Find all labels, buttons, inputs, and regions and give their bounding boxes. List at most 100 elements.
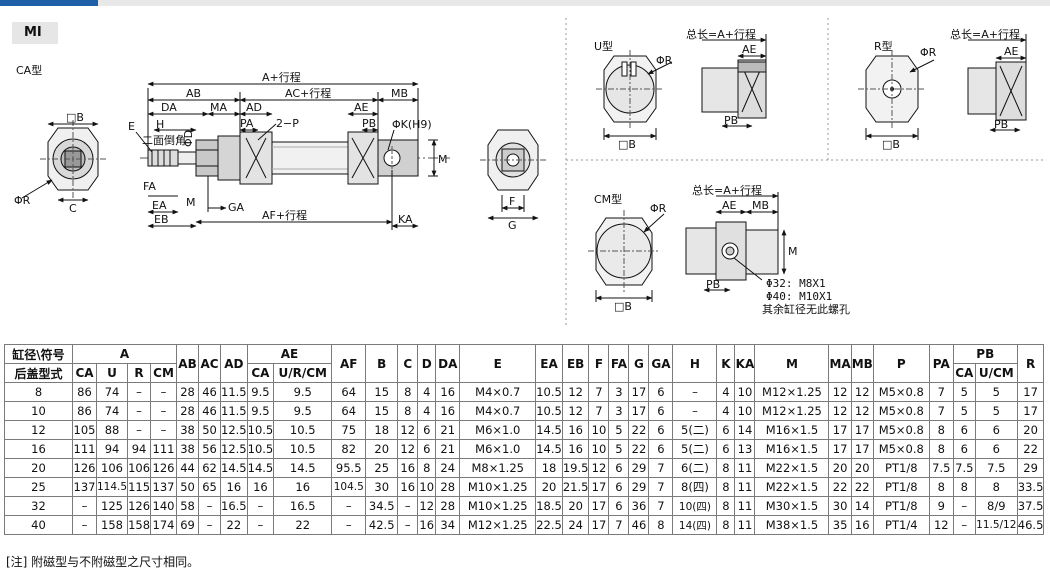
table-cell: 16	[246, 477, 275, 497]
table-cell: 14.5	[220, 458, 248, 478]
cm-mb: MB	[752, 199, 769, 212]
table-cell: M12×1.25	[754, 382, 830, 402]
table-cell: 58	[176, 496, 200, 516]
table-cell: 111	[72, 439, 97, 459]
table-cell: 10.5	[535, 401, 563, 421]
th-a-u: U	[95, 363, 129, 383]
table-cell: 46	[198, 401, 222, 421]
th-e: E	[459, 344, 537, 383]
table-cell: 14(四)	[672, 515, 718, 535]
table-cell: 8	[952, 477, 976, 497]
cm-b: □B	[614, 300, 632, 313]
table-cell: 10.5	[535, 382, 563, 402]
table-cell: 6	[974, 420, 1018, 440]
table-cell: 20	[1016, 420, 1045, 440]
table-cell: M22×1.5	[754, 477, 830, 497]
table-cell: 24	[561, 515, 590, 535]
table-cell: –	[198, 496, 222, 516]
table-cell: 19.5	[561, 458, 590, 478]
th-a-r: R	[127, 363, 152, 383]
cm-r: ΦR	[650, 202, 667, 215]
top-bar-accent	[0, 0, 98, 6]
table-cell: 50	[198, 420, 222, 440]
table-cell: M30×1.5	[754, 496, 830, 516]
table-cell: 17	[828, 420, 852, 440]
ca-dim-ae: AE	[354, 101, 369, 114]
table-cell: 7	[648, 496, 674, 516]
ca-dim-pb: PB	[362, 117, 376, 130]
table-cell: 17	[628, 401, 650, 421]
table-cell: 16	[850, 515, 874, 535]
cm-m: M	[788, 245, 798, 258]
ca-dim-mb: MB	[391, 87, 408, 100]
th-ka: KA	[734, 344, 756, 383]
table-cell: 6	[648, 401, 674, 421]
ca-dim-ea: EA	[152, 199, 167, 212]
th-a-cm: CM	[150, 363, 178, 383]
table-cell: 6	[608, 458, 630, 478]
table-cell: 33.5	[1016, 477, 1045, 497]
th-ab: AB	[176, 344, 200, 383]
ca-flat-label: 二面倒角	[142, 134, 186, 147]
ca-dim-k: ΦK(H9)	[392, 118, 432, 131]
table-cell: 46.5	[1016, 515, 1045, 535]
table-cell: 174	[150, 515, 178, 535]
table-cell: 24	[435, 458, 461, 478]
ca-dim-d: ΦD	[182, 130, 195, 147]
table-cell: M5×0.8	[872, 401, 930, 421]
table-cell: 16	[4, 439, 73, 459]
table-cell: 5	[608, 439, 630, 459]
table-cell: 16	[397, 477, 419, 497]
ca-dimensions: A+行程 AB AC+行程 MB DA MA AD AE H ΦD PA 2−P…	[128, 71, 448, 230]
table-cell: 12	[561, 382, 590, 402]
table-cell: 10.5	[273, 420, 333, 440]
th-a: A	[71, 344, 178, 364]
table-cell: 10.5	[246, 420, 275, 440]
table-cell: M12×1.25	[459, 515, 537, 535]
top-bar	[0, 0, 1050, 6]
ca-dim-af: AF+行程	[262, 209, 307, 222]
table-cell: 13	[734, 439, 756, 459]
table-cell: 86	[72, 382, 97, 402]
table-cell: 3	[608, 401, 630, 421]
ca-rear-g: G	[508, 219, 517, 232]
table-cell: –	[127, 382, 152, 402]
table-cell: 9.5	[246, 382, 275, 402]
th-k: K	[716, 344, 736, 383]
table-cell: M22×1.5	[754, 458, 830, 478]
table-cell: 10	[734, 382, 756, 402]
ca-dim-h: H	[156, 118, 164, 131]
u-pb: PB	[724, 114, 738, 127]
table-cell: 86	[72, 401, 97, 421]
table-cell: 7	[588, 401, 610, 421]
table-cell: 69	[176, 515, 200, 535]
cm-title: CM型	[594, 192, 622, 206]
cm-ae: AE	[722, 199, 737, 212]
table-cell: 9	[928, 496, 954, 516]
table-cell: 5(二)	[672, 420, 718, 440]
ca-dim-ka: KA	[398, 213, 413, 226]
table-cell: 40	[4, 515, 73, 535]
table-cell: M4×0.7	[459, 382, 537, 402]
table-cell: 12	[850, 401, 874, 421]
table-cell: 14	[734, 420, 756, 440]
table-cell: 6	[952, 439, 976, 459]
table-cell: 4	[716, 382, 736, 402]
table-cell: 20	[561, 496, 590, 516]
u-b: □B	[618, 138, 636, 151]
table-cell: 16	[220, 477, 248, 497]
ca-title: CA型	[16, 63, 42, 77]
table-cell: 4	[716, 401, 736, 421]
table-cell: 18	[535, 458, 563, 478]
table-cell: 17	[588, 496, 610, 516]
table-cell: –	[952, 496, 976, 516]
table-cell: 20	[365, 439, 399, 459]
table-cell: 16	[561, 439, 590, 459]
table-cell: M6×1.0	[459, 420, 537, 440]
table-cell: 75	[331, 420, 367, 440]
table-cell: 10.5	[246, 439, 275, 459]
table-cell: 34	[435, 515, 461, 535]
ca-dim-ab: AB	[186, 87, 201, 100]
table-cell: 88	[95, 420, 129, 440]
